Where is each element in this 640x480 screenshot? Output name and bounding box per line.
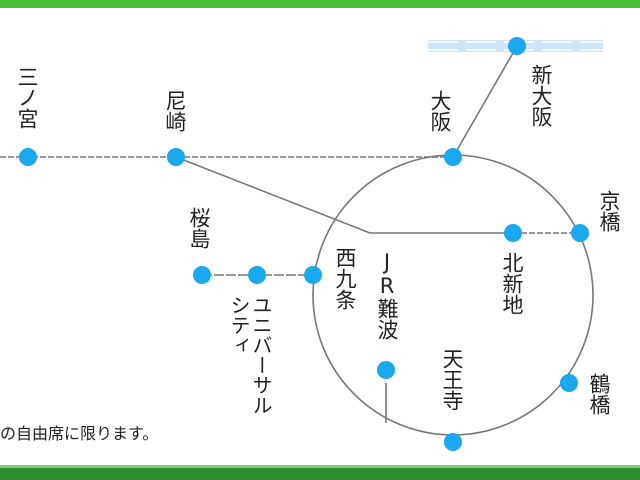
station-label-shin-osaka: 新大阪 — [529, 64, 553, 127]
station-label-kitashinchi: 北新地 — [500, 252, 524, 315]
station-dot-sakurajima[interactable] — [193, 266, 211, 284]
station-dot-shin-osaka[interactable] — [508, 37, 526, 55]
station-label-amagasaki: 尼崎 — [163, 90, 187, 132]
station-label-city: シティ — [227, 295, 251, 355]
shin-osaka-line — [452, 45, 518, 158]
station-label-sannomiya: 三ノ宮 — [15, 66, 39, 129]
station-label-osaka: 大阪 — [428, 90, 452, 132]
station-label-universal: ユニバーサル — [249, 295, 273, 415]
bottom-bar-highlight — [0, 465, 640, 468]
station-dot-nishikujo[interactable] — [304, 266, 322, 284]
station-label-jr-namba: JR難波 — [375, 250, 399, 340]
station-label-nishikujo: 西九条 — [333, 247, 357, 310]
station-dot-amagasaki[interactable] — [167, 148, 185, 166]
station-dot-osaka[interactable] — [444, 148, 462, 166]
station-label-kyobashi: 京橋 — [597, 190, 621, 232]
station-label-tennoji: 天王寺 — [440, 348, 464, 411]
footnote-text: の自由席に限ります。 — [0, 424, 159, 443]
top-green-bar — [0, 0, 640, 8]
bottom-green-bar — [0, 468, 640, 480]
station-dot-sannomiya[interactable] — [19, 148, 37, 166]
station-dot-kyobashi[interactable] — [571, 224, 589, 242]
station-label-sakurajima: 桜島 — [187, 207, 211, 249]
station-dot-tsuruhashi[interactable] — [560, 374, 578, 392]
station-dot-universal-city[interactable] — [248, 266, 266, 284]
station-dot-kitashinchi[interactable] — [504, 224, 522, 242]
station-label-tsuruhashi: 鶴橋 — [587, 373, 611, 415]
station-dot-jr-namba[interactable] — [377, 361, 395, 379]
tozai-line — [175, 156, 513, 234]
station-dot-tennoji[interactable] — [444, 433, 462, 451]
